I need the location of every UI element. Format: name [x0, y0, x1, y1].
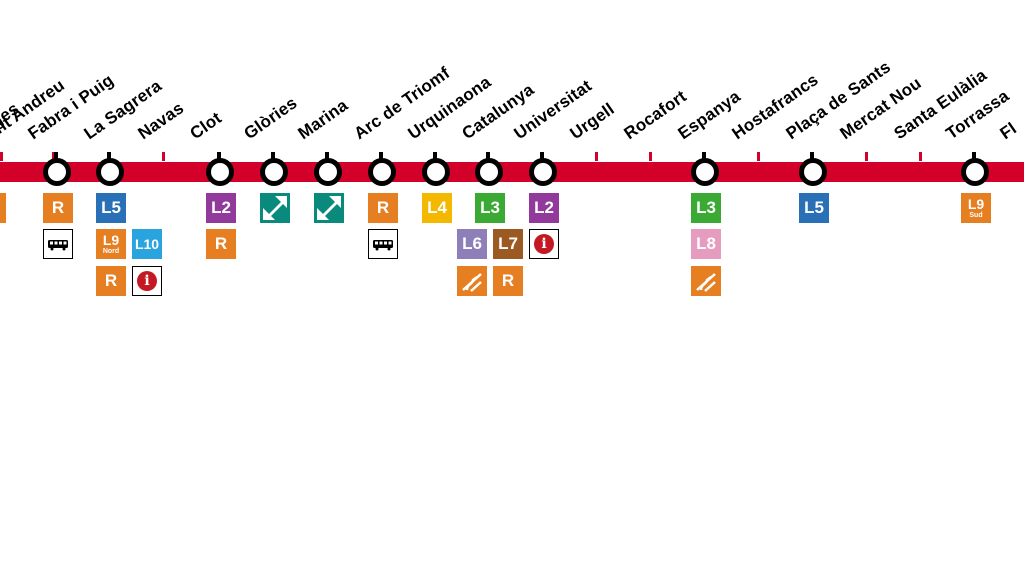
- badge-label: L3: [696, 198, 716, 217]
- badge-sublabel: Nord: [102, 248, 120, 255]
- station-tick-sant-andreu[interactable]: [52, 152, 55, 161]
- station-marker-catalunya[interactable]: [475, 158, 503, 186]
- bus-icon: [43, 229, 73, 259]
- station-tick-urgell[interactable]: [595, 152, 598, 161]
- station-marker-universitat[interactable]: [529, 158, 557, 186]
- station-tick-hostafrancs[interactable]: [757, 152, 760, 161]
- station-tick-navas[interactable]: [162, 152, 165, 161]
- station-marker-stem: [433, 152, 437, 160]
- badge-label: L10: [134, 236, 160, 252]
- connection-badge-r: R: [43, 193, 73, 223]
- station-marker-stem: [379, 152, 383, 160]
- badge-label: L2: [534, 198, 554, 217]
- badge-label: L7: [498, 234, 518, 253]
- station-marker-stem: [702, 152, 706, 160]
- station-marker-stem: [107, 152, 111, 160]
- badge-label: L5: [101, 198, 121, 217]
- connection-badge-l8: L8: [691, 229, 721, 259]
- funicular-icon: [691, 266, 721, 296]
- station-label-clot[interactable]: Clot: [186, 108, 226, 144]
- station-marker-stem: [810, 152, 814, 160]
- badge-label: R: [104, 271, 118, 290]
- station-marker-stem: [217, 152, 221, 160]
- station-marker-la-sagrera[interactable]: [96, 158, 124, 186]
- station-tick-rocafort[interactable]: [649, 152, 652, 161]
- connection-badge-l3: L3: [691, 193, 721, 223]
- connection-badge-r: R: [493, 266, 523, 296]
- station-label-glories[interactable]: Glòries: [240, 93, 301, 144]
- station-marker-torrassa[interactable]: [961, 158, 989, 186]
- connection-badge-l5: L5: [799, 193, 829, 223]
- badge-label: L3: [480, 198, 500, 217]
- badge-label: R: [51, 198, 65, 217]
- information-icon-glyph: i: [534, 234, 554, 254]
- station-marker-stem: [540, 152, 544, 160]
- badge-sublabel: Sud: [969, 212, 983, 219]
- connection-badge-l6: L6: [457, 229, 487, 259]
- station-tick-mercat-nou[interactable]: [865, 152, 868, 161]
- connection-badge-l10: L10: [132, 229, 162, 259]
- station-marker-stem: [972, 152, 976, 160]
- badge-label: L5: [804, 198, 824, 217]
- station-marker-arc-de-triomf[interactable]: [368, 158, 396, 186]
- connection-badge-l7: L7: [493, 229, 523, 259]
- station-marker-fabra-i-puig[interactable]: [43, 158, 71, 186]
- station-marker-placa-de-sants[interactable]: [799, 158, 827, 186]
- bus-icon: [368, 229, 398, 259]
- connection-badge-l2: L2: [529, 193, 559, 223]
- station-marker-stem: [271, 152, 275, 160]
- station-marker-stem: [325, 152, 329, 160]
- station-marker-espanya[interactable]: [691, 158, 719, 186]
- station-marker-stem: [54, 152, 58, 160]
- tram-icon: [260, 193, 290, 223]
- information-icon-glyph: i: [137, 271, 157, 291]
- station-tick-santa-eulalia[interactable]: [919, 152, 922, 161]
- connection-badge-r: R: [206, 229, 236, 259]
- station-label-florida[interactable]: Fl: [996, 118, 1021, 144]
- badge-label: R: [501, 271, 515, 290]
- station-marker-glories[interactable]: [260, 158, 288, 186]
- connection-badge-r-partial: [0, 193, 6, 223]
- station-marker-marina[interactable]: [314, 158, 342, 186]
- badge-label: L9: [102, 232, 120, 248]
- station-marker-urquinaona[interactable]: [422, 158, 450, 186]
- connection-badge-l2: L2: [206, 193, 236, 223]
- tram-icon: [314, 193, 344, 223]
- information-icon: i: [132, 266, 162, 296]
- badge-label: L8: [696, 234, 716, 253]
- station-marker-stem: [486, 152, 490, 160]
- station-marker-clot[interactable]: [206, 158, 234, 186]
- badge-label: L4: [427, 198, 447, 217]
- station-tick-sagrera-meridiana[interactable]: [0, 152, 3, 161]
- connection-badge-l3: L3: [475, 193, 505, 223]
- connection-badge-l4: L4: [422, 193, 452, 223]
- station-label-marina[interactable]: Marina: [294, 95, 352, 144]
- badge-label: R: [376, 198, 390, 217]
- badge-label: L6: [462, 234, 482, 253]
- connection-badge-r: R: [368, 193, 398, 223]
- connection-badge-l5: L5: [96, 193, 126, 223]
- badge-label: L9: [967, 196, 985, 212]
- funicular-icon: [457, 266, 487, 296]
- badge-label: R: [214, 234, 228, 253]
- connection-badge-r: R: [96, 266, 126, 296]
- line-l1-track: [0, 162, 1024, 182]
- information-icon: i: [529, 229, 559, 259]
- badge-label: L2: [211, 198, 231, 217]
